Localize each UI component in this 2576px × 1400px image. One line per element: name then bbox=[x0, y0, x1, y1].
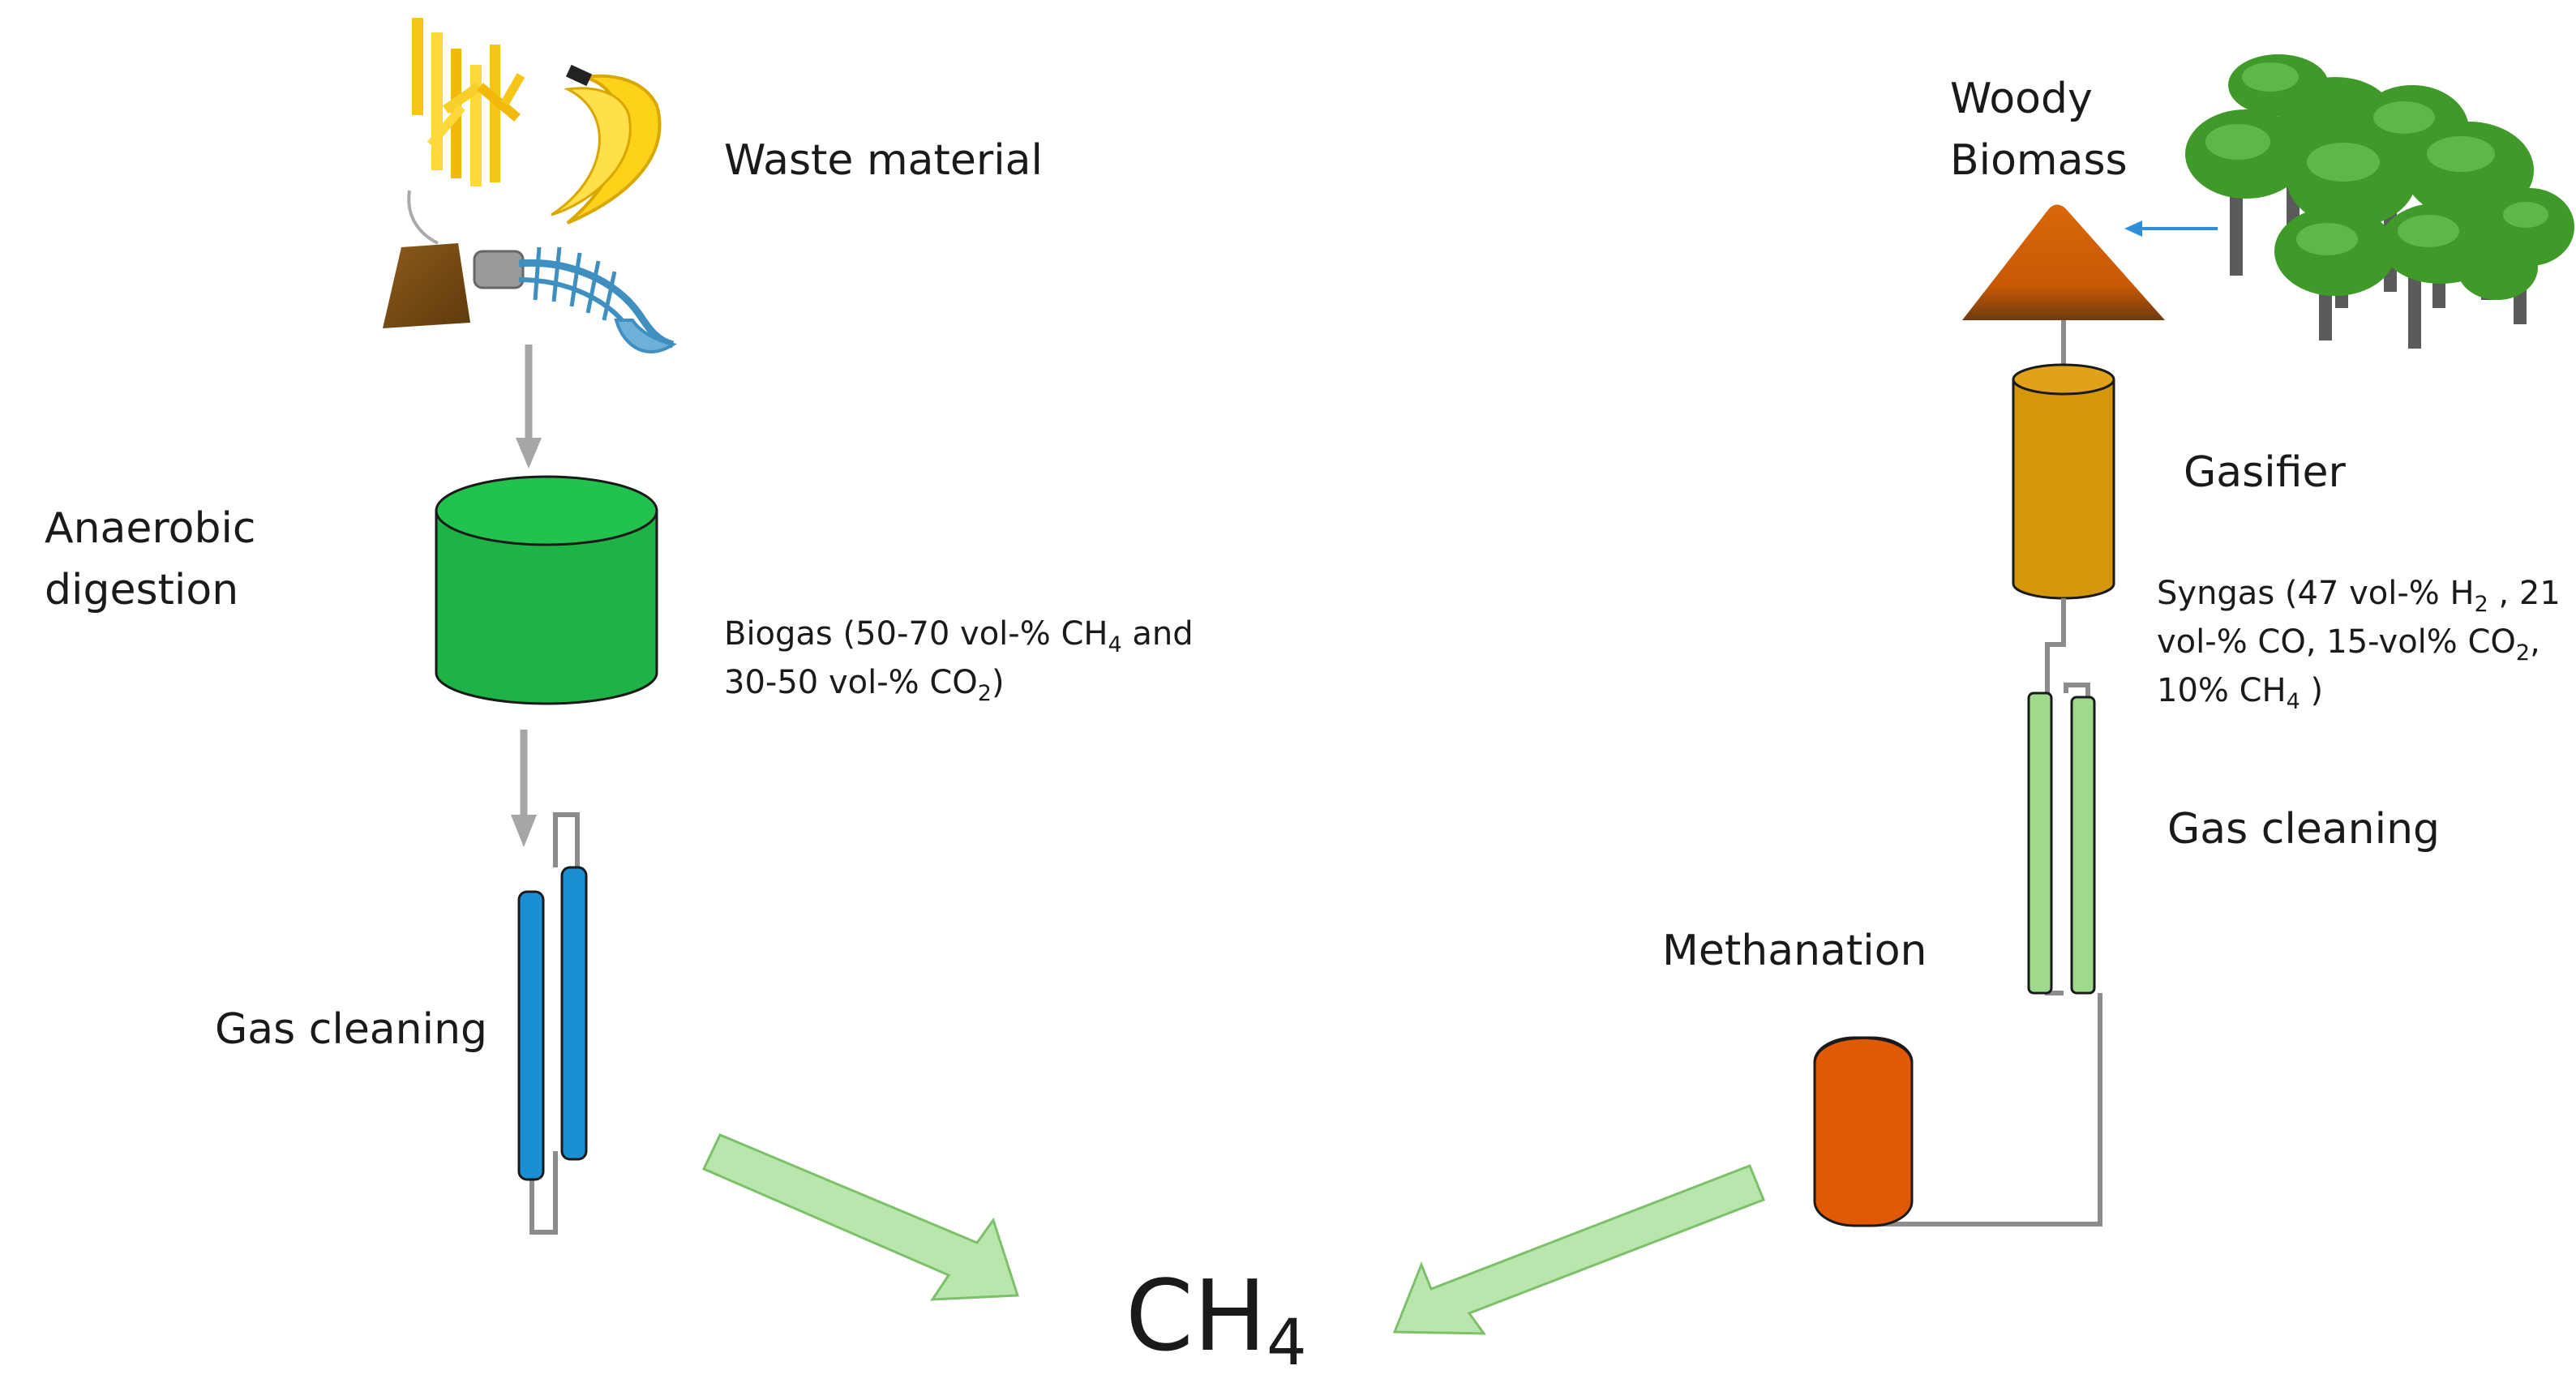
anaerobic-digestion-label-line1: Anaerobic bbox=[45, 504, 256, 553]
gas-cleaning-left-unit bbox=[517, 812, 588, 1235]
fish-bone-icon bbox=[473, 246, 677, 353]
syngas-composition-line2: vol-% CO, 15-vol% CO2, bbox=[2157, 623, 2540, 666]
gas-cleaning-right-unit bbox=[2027, 683, 2096, 995]
trees-to-pile-arrow bbox=[2124, 220, 2218, 237]
gasifier-cylinder bbox=[2012, 363, 2115, 600]
woody-biomass-label-line1: Woody bbox=[1950, 75, 2093, 123]
tea-bag-icon bbox=[383, 190, 470, 328]
right-product-arrow bbox=[1392, 1164, 1765, 1335]
woody-biomass-label-line2: Biomass bbox=[1950, 136, 2128, 185]
gasifier-to-cleaning-pipe bbox=[2045, 598, 2066, 995]
ch4-product-label: CH4 bbox=[1125, 1261, 1307, 1380]
fries-icon bbox=[412, 18, 525, 186]
waste-to-digester-arrow bbox=[516, 345, 542, 469]
gas-cleaning-left-label: Gas cleaning bbox=[215, 1005, 488, 1054]
gasifier-label: Gasifier bbox=[2184, 448, 2346, 497]
banana-icon bbox=[551, 64, 662, 225]
syngas-composition-line1: Syngas (47 vol-% H2 , 21 bbox=[2157, 575, 2561, 617]
biogas-composition-line1: Biogas (50-70 vol-% CH4 and bbox=[724, 615, 1194, 657]
digester-to-cleaning-arrow bbox=[511, 730, 537, 847]
methanation-reactor bbox=[1813, 1036, 1914, 1227]
methanation-label: Methanation bbox=[1662, 927, 1927, 975]
anaerobic-digestion-label-line2: digestion bbox=[45, 566, 239, 614]
trees-icon bbox=[2185, 54, 2574, 349]
syngas-composition-line3: 10% CH4 ) bbox=[2157, 672, 2324, 714]
biogas-composition-line2: 30-50 vol-% CO2) bbox=[724, 664, 1005, 706]
waste-material-label: Waste material bbox=[724, 136, 1043, 185]
biomass-pile bbox=[1962, 204, 2165, 320]
cleaning-to-methanation-pipe bbox=[1861, 993, 2102, 1227]
left-product-arrow bbox=[701, 1133, 1020, 1301]
gas-cleaning-right-label: Gas cleaning bbox=[2167, 805, 2441, 854]
digester-cylinder bbox=[435, 475, 658, 705]
